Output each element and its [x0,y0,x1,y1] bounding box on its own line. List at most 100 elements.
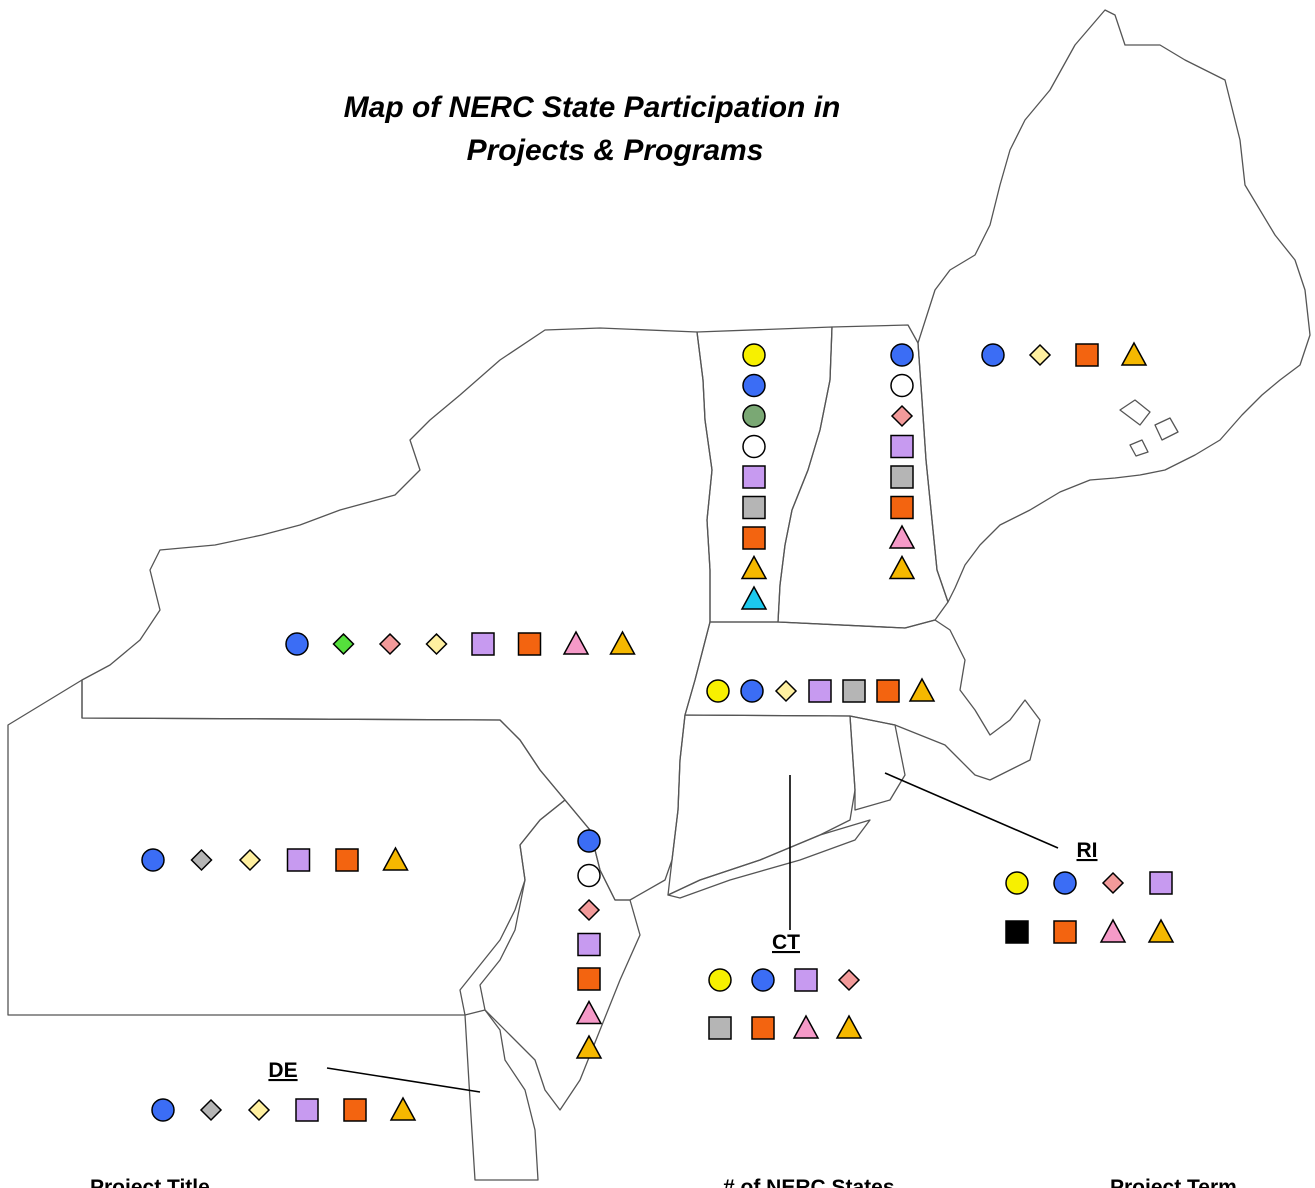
diamond-symbol [1028,343,1052,367]
state-borders [7,9,1311,1181]
map-title: Map of NERC State Participation in Proje… [344,91,841,167]
diamond-symbol [332,632,355,656]
state-label-ri: RI [1077,839,1098,862]
square-symbol [471,632,495,656]
diamond-symbol [199,1098,223,1122]
square-symbol [890,465,914,489]
state-label-de: DE [268,1059,297,1082]
circle-symbol [151,1098,175,1122]
square-symbol [577,932,601,957]
square-symbol [517,632,542,656]
square-symbol [876,679,900,703]
diamond-symbol [190,848,213,872]
square-symbol [890,434,914,459]
footer-project-title: Project Title [90,1176,210,1188]
symbols-pennsylvania [141,846,409,872]
square-symbol [295,1098,319,1122]
symbols-new-jersey [575,829,603,1059]
circle-symbol [1005,871,1029,895]
circle-symbol [706,679,730,703]
diamond-symbol [238,848,262,872]
map-title-line-2: Projects & Programs [467,134,764,167]
square-symbol [1149,871,1173,895]
border-new-york [81,327,713,901]
square-symbol [1075,343,1099,367]
participation-symbols [141,341,1175,1122]
circle-symbol [742,404,766,428]
symbols-new-hampshire [888,343,916,580]
triangle-symbol [740,585,768,610]
border-connecticut [667,714,856,896]
square-symbol [842,679,866,703]
square-symbol [335,848,359,872]
footer-project-term: Project Term [1110,1176,1237,1188]
circle-symbol [740,679,764,703]
diamond-symbol [425,632,448,656]
triangle-symbol [835,1014,863,1039]
square-symbol [1005,920,1029,944]
border-new-hampshire [777,324,949,629]
triangle-symbol [908,677,936,702]
symbols-rhode-island [1005,871,1175,944]
border-maine [917,9,1311,603]
square-symbol [577,967,601,991]
square-symbol [286,848,311,872]
circle-symbol [742,373,766,398]
triangle-symbol [792,1014,820,1039]
square-symbol [343,1098,367,1122]
diamond-symbol [774,679,798,703]
border-delaware [464,1009,539,1181]
diamond-symbol [1101,871,1125,895]
border-new-jersey [479,799,641,1111]
triangle-symbol [1120,341,1148,366]
square-symbol [751,1016,775,1040]
symbols-maine [981,341,1148,367]
map-title-line-1: Map of NERC State Participation in [344,91,841,124]
circle-symbol [890,343,914,367]
circle-symbol [981,343,1005,367]
triangle-symbol [389,1096,417,1121]
ri-leader-line [884,772,1059,849]
triangle-symbol [1099,918,1127,943]
symbols-connecticut [708,968,863,1040]
diamond-symbol [837,968,861,992]
circle-symbol [577,863,601,888]
triangle-symbol [1147,918,1175,943]
square-symbol [742,465,766,489]
triangle-symbol [888,524,916,549]
circle-symbol [742,434,766,459]
circle-symbol [751,968,775,992]
symbols-delaware [151,1096,417,1122]
border-rhode-island [849,715,906,811]
triangle-symbol [575,999,603,1025]
square-symbol [890,495,914,520]
de-leader-line [326,1067,481,1093]
maine-islands [1119,399,1179,457]
circle-symbol [141,848,165,872]
square-symbol [808,679,832,703]
square-symbol [742,495,766,520]
square-symbol [794,968,818,992]
border-long-island [667,819,871,899]
triangle-symbol [562,630,590,655]
triangle-symbol [740,554,768,580]
symbols-massachusetts [706,677,936,703]
triangle-symbol [609,630,636,655]
circle-symbol [1053,871,1077,895]
diamond-symbol [247,1098,271,1122]
diamond-symbol [890,404,914,428]
circle-symbol [577,829,601,853]
diamond-symbol [577,898,601,922]
circle-symbol [742,343,766,367]
border-pennsylvania [7,679,566,1016]
square-symbol [708,1016,732,1040]
circle-symbol [285,632,309,656]
circle-symbol [890,373,914,398]
square-symbol [742,526,766,550]
triangle-symbol [382,846,409,871]
state-label-ct: CT [772,931,800,954]
symbols-vermont [740,343,768,610]
footer-nerc-states: # of NERC States [723,1176,895,1188]
symbols-new-york [285,630,636,656]
